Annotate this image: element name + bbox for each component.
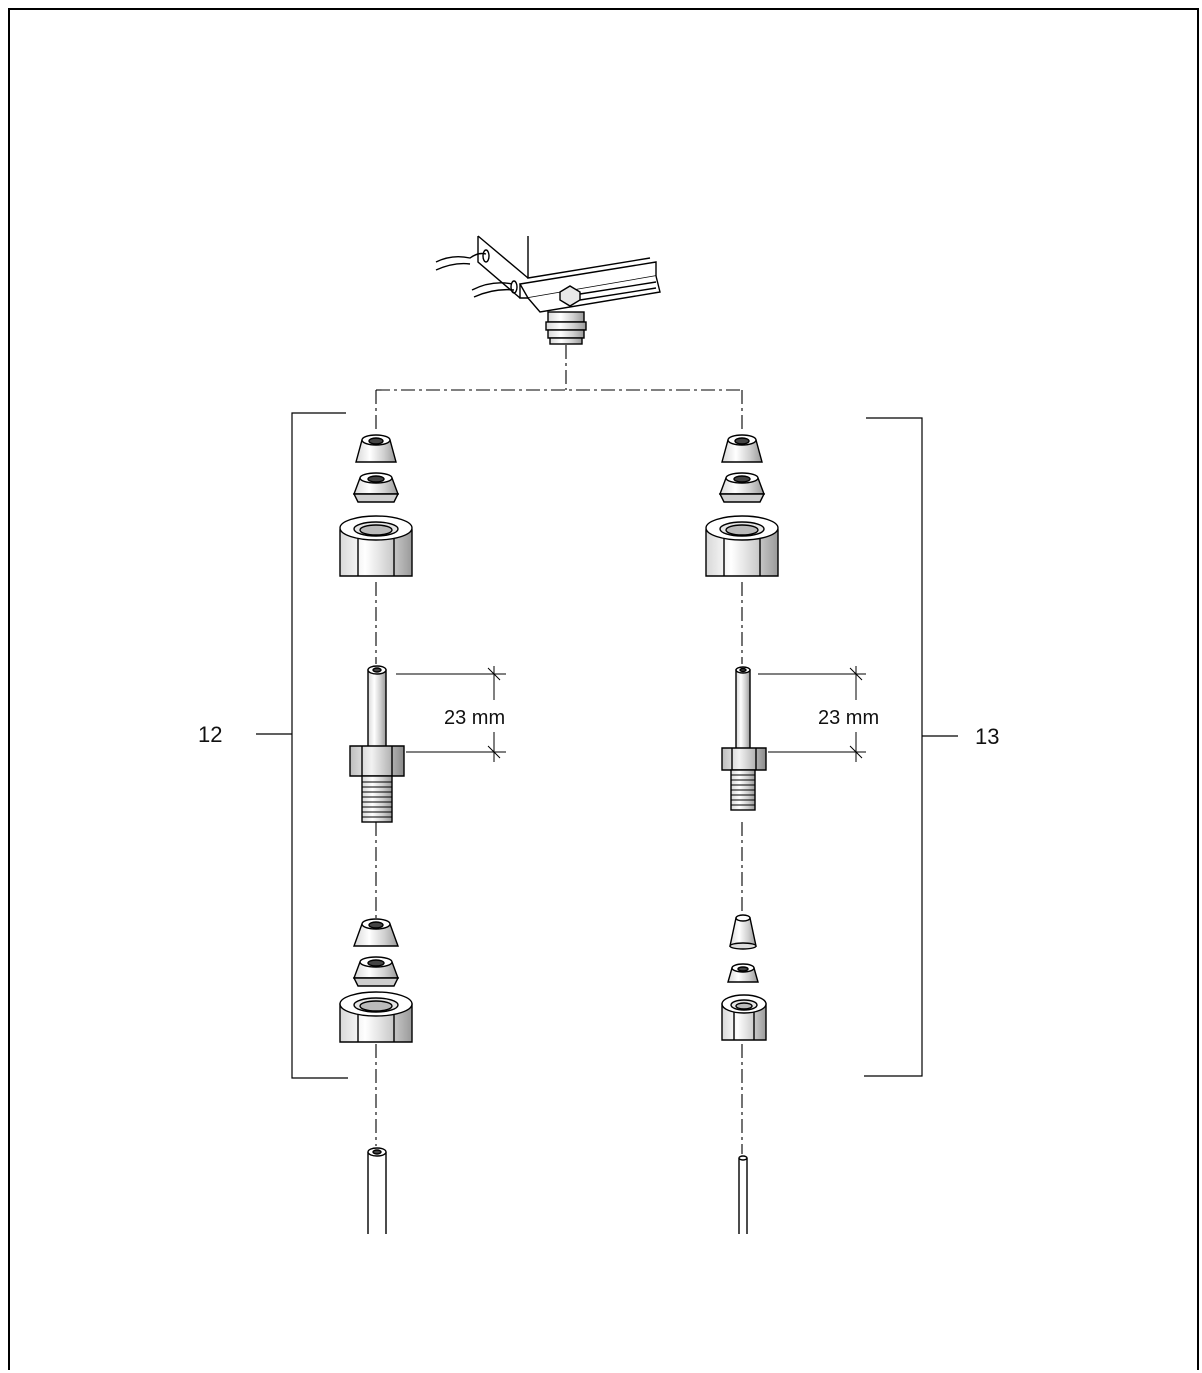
dimension-lines xyxy=(396,666,866,762)
callout-12: 12 xyxy=(198,722,222,747)
mounting-block xyxy=(435,235,661,345)
drawing-frame xyxy=(8,8,1199,1370)
left-fitting-assembly xyxy=(339,434,413,1234)
right-fitting-assembly xyxy=(705,434,779,1234)
callout-13: 13 xyxy=(975,724,999,749)
group-brackets xyxy=(256,412,958,1079)
dimension-label-left: 23 mm xyxy=(444,707,505,729)
dimension-label-right: 23 mm xyxy=(818,707,879,729)
axis-centerlines xyxy=(375,345,743,1154)
